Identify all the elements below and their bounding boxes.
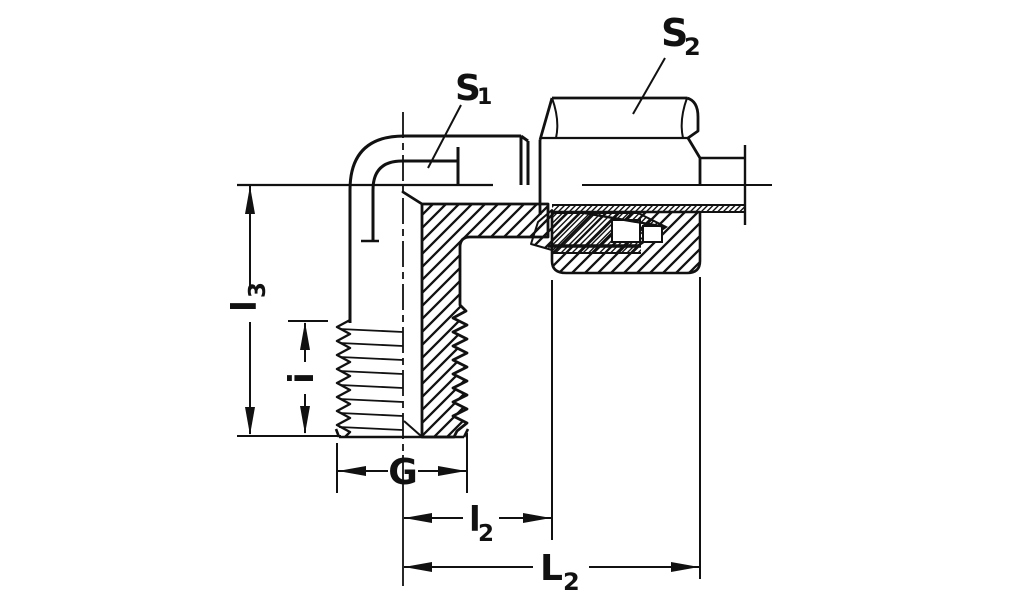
label-l2-overall: L 2 — [540, 548, 580, 596]
ring-taper-line — [583, 211, 667, 229]
dimension-l2 — [404, 280, 553, 540]
annotation-s1: S 1 — [427, 68, 492, 169]
label-i: i — [282, 372, 322, 384]
label-l2: l 2 — [469, 500, 494, 547]
male-thread — [335, 318, 404, 438]
body-section-hatch — [401, 190, 550, 439]
g-arrow-left — [338, 466, 366, 476]
tube — [552, 145, 747, 225]
l2-label: l — [469, 500, 481, 540]
L2-label: L — [540, 548, 563, 589]
g-arrow-right — [438, 466, 466, 476]
l3-arrow-up — [245, 186, 255, 214]
dimension-g — [336, 433, 468, 493]
L2-arrow-right — [671, 562, 699, 572]
s1-label: S — [455, 68, 481, 109]
dimension-l2-overall — [404, 277, 701, 579]
dimension-i — [288, 320, 328, 434]
i-label: i — [282, 372, 322, 384]
body-stub-slant — [520, 134, 529, 143]
tube-wall-section — [552, 205, 745, 212]
l3-label: l — [225, 300, 265, 312]
dimension-l3 — [237, 186, 341, 437]
l2-arrow-right — [523, 513, 551, 523]
g-label: G — [388, 452, 418, 493]
i-arrow-down — [300, 406, 310, 434]
elbow-body-section — [401, 190, 550, 439]
body-outer-bend — [348, 134, 521, 323]
s2-label-subscript: 2 — [684, 33, 701, 61]
ring-seat-band — [552, 246, 641, 253]
nut-left-chamfer — [538, 97, 554, 141]
cutting-ring — [530, 209, 668, 254]
bore-bottom-chamfer — [403, 420, 422, 437]
L2-label-subscript: 2 — [563, 568, 580, 596]
thread-crest-zigzag — [335, 318, 352, 438]
s1-label-subscript: 1 — [477, 85, 492, 110]
nut-hex-arc-right — [680, 97, 688, 139]
l2-arrow-left — [404, 513, 432, 523]
annotation-s2: S 2 — [632, 11, 701, 115]
s2-label: S — [661, 11, 688, 55]
l3-label-subscript: 3 — [245, 282, 271, 298]
centerlines — [237, 112, 772, 586]
tube-wall-edges — [552, 204, 745, 213]
thread-helix-lines — [338, 328, 404, 431]
i-arrow-up — [300, 322, 310, 350]
s1-leader-line — [427, 104, 462, 169]
body-nose-wedge — [530, 209, 553, 251]
ring-gap-notch-2 — [642, 225, 663, 243]
compression-nut — [538, 96, 702, 215]
s2-leader-line — [632, 57, 666, 115]
L2-arrow-left — [404, 562, 432, 572]
l3-arrow-down — [245, 407, 255, 435]
nut-right-profile — [686, 96, 702, 185]
label-l3: l 3 — [225, 282, 271, 312]
body-inner-bend-hex-top — [371, 159, 458, 241]
l2-label-subscript: 2 — [478, 521, 494, 547]
nut-hex-arc-left — [551, 97, 559, 139]
ring-gap-notch-1 — [611, 219, 641, 243]
